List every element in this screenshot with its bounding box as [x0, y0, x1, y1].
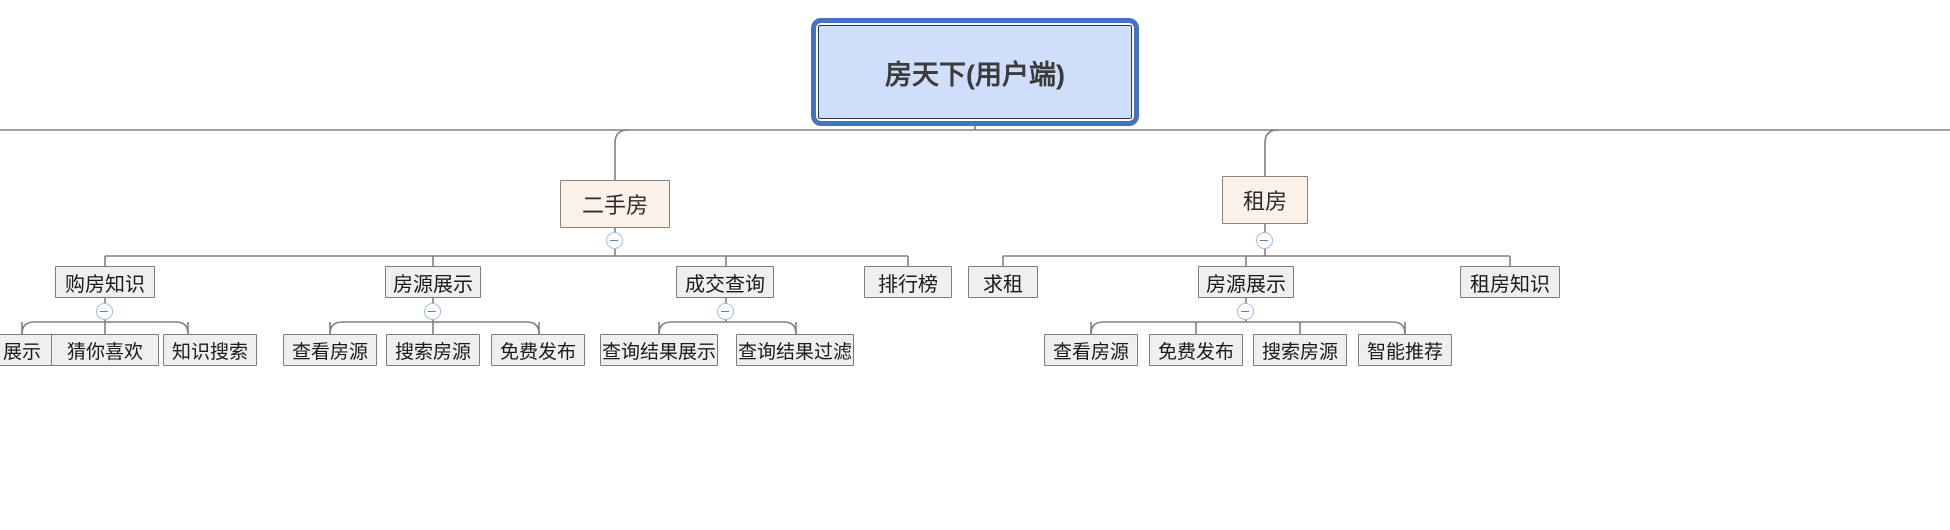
- node-zufangzhishi[interactable]: 租房知识: [1460, 266, 1560, 298]
- node-leaf-chaxunjieguoguolv[interactable]: 查询结果过滤: [736, 334, 854, 366]
- collapse-toggle-ershoufang[interactable]: [606, 232, 623, 249]
- node-chengjiaochaxun[interactable]: 成交查询: [676, 266, 774, 298]
- node-leaf-chakanfangyuan-ershou[interactable]: 查看房源: [283, 334, 377, 366]
- node-leaf-zhinengtuijian[interactable]: 智能推荐: [1358, 334, 1452, 366]
- node-qiuzu[interactable]: 求租: [968, 266, 1038, 298]
- node-leaf-sousuofangyuan-ershou[interactable]: 搜索房源: [386, 334, 480, 366]
- node-leaf-chaxunjieguozhanshi[interactable]: 查询结果展示: [600, 334, 718, 366]
- collapse-toggle-chengjiaochaxun[interactable]: [717, 303, 734, 320]
- node-leaf-mianfeifabu-zufang[interactable]: 免费发布: [1149, 334, 1243, 366]
- node-branch-zufang[interactable]: 租房: [1222, 176, 1308, 224]
- node-branch-ershoufang[interactable]: 二手房: [560, 180, 670, 228]
- node-leaf-chakanfangyuan-zufang[interactable]: 查看房源: [1044, 334, 1138, 366]
- node-fangyuanzhanshi-ershou[interactable]: 房源展示: [385, 266, 481, 298]
- node-root[interactable]: 房天下(用户端): [818, 25, 1132, 119]
- node-leaf-cainixihuan[interactable]: 猜你喜欢: [51, 334, 159, 366]
- node-fangyuanzhanshi-zufang[interactable]: 房源展示: [1198, 266, 1294, 298]
- node-paihangbang[interactable]: 排行榜: [864, 266, 952, 298]
- node-leaf-mianfeifabu-ershou[interactable]: 免费发布: [491, 334, 585, 366]
- collapse-toggle-goufangzhishi[interactable]: [96, 303, 113, 320]
- collapse-toggle-fangyuanzhanshi-ershou[interactable]: [424, 303, 441, 320]
- node-goufangzhishi[interactable]: 购房知识: [55, 266, 155, 298]
- node-leaf-sousuofangyuan-zufang[interactable]: 搜索房源: [1253, 334, 1347, 366]
- node-leaf-zhishisousuo[interactable]: 知识搜索: [163, 334, 257, 366]
- collapse-toggle-zufang[interactable]: [1256, 232, 1273, 249]
- collapse-toggle-fangyuanzhanshi-zufang[interactable]: [1237, 303, 1254, 320]
